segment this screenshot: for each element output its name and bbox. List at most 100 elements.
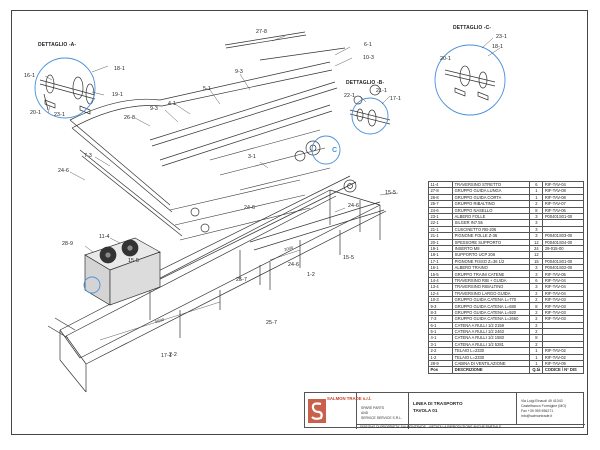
bom-cell: 17-1 (427, 257, 454, 266)
callout-label: 24-6 (288, 262, 300, 268)
logo-mark-icon (308, 399, 326, 423)
detail-a-circle (34, 57, 96, 119)
callout-label: 18-1 (492, 44, 504, 50)
bom-cell: 8 (529, 334, 544, 342)
subtitle-line-2: AND (361, 411, 369, 415)
bom-cell: P00401S02-00 (542, 264, 584, 272)
detail-c-marker (311, 135, 341, 165)
address-line-3: Fax +39 059 556271 (521, 409, 554, 413)
subtitle-line-1: SPARE PARTS (361, 406, 385, 410)
bom-cell: PIGNONE FISSO Z=36 1/2 (452, 257, 531, 266)
bom-cell: ALBERO TRAINO (452, 264, 531, 272)
bom-cell: 9-3 (427, 302, 454, 310)
callout-label: 16-1 (24, 73, 36, 79)
bom-cell: 7-3 (427, 315, 454, 323)
bom-cell: 2 (529, 327, 544, 336)
drawing-frame (11, 10, 588, 435)
bom-cell: 16-1 (427, 264, 454, 272)
title-line-2: TAVOLA 01 (413, 408, 438, 413)
callout-label: 10-3 (363, 55, 375, 61)
bom-cell: 1-2 (427, 353, 454, 361)
detail-a-assembly (39, 74, 96, 115)
callout-label: 22-1 (344, 93, 356, 99)
rollers (169, 129, 331, 241)
bom-cell: CATENA A RULLI 1/2 2463 (452, 327, 531, 336)
callout-label: 6-1 (364, 42, 372, 48)
detail-c-label: DETTAGLIO -C- (453, 25, 492, 31)
callout-label: 17-1 (390, 96, 402, 102)
bom-cell: RIF-TAV-09 (542, 359, 584, 368)
bom-cell: Pos (427, 366, 454, 374)
bom-cell: RIF-TAV-05 (542, 270, 584, 278)
bom-cell: 8-3 (427, 308, 454, 317)
callout-label: 11-4 (99, 234, 110, 240)
conveyor-frame-rear (119, 175, 385, 297)
callout-label: 23-1 (54, 112, 66, 118)
bom-cell: GRUPPO TRAINI CATENE (452, 270, 531, 278)
bom-cell: RIF-TAV-02 (542, 353, 584, 361)
bom-cell: SUPPORTO UCP 206 (452, 251, 531, 259)
bom-cell: 3-1 (427, 340, 454, 349)
ventilation-cabin (84, 237, 161, 306)
bom-cell: CABINA DI VENTILAZIONE (452, 359, 531, 368)
bom-cell (542, 334, 584, 342)
bom-cell: CODICE / N° DIS (542, 366, 584, 374)
chain-guides (69, 31, 346, 237)
bom-cell: 10-3 (427, 295, 454, 304)
callout-label: 26-8 (124, 115, 136, 121)
bom-cell: RIF-TAV-03 (542, 302, 584, 310)
bom-cell: 1 (529, 353, 544, 361)
bom-cell: 14-4 (427, 276, 454, 285)
bom-cell (542, 321, 584, 330)
frame-legs (219, 200, 361, 310)
callout-label: 15-5 (385, 190, 397, 196)
bom-cell: GRUPPO GUIDA CATENA L=2660 (452, 315, 531, 323)
callout-label: 15-5 (128, 258, 140, 264)
bom-cell: RIF-TAV-03 (542, 295, 584, 304)
bom-cell: 3 (529, 264, 544, 272)
callout-label: 18-1 (114, 66, 126, 72)
bom-cell: GRUPPO GUIDA CATENA L=920 (452, 308, 531, 317)
detail-b-assembly (349, 108, 391, 127)
callout-label: 28-9 (62, 241, 74, 247)
company-logo (305, 393, 357, 429)
bom-cell: GRUPPO GUIDA CATENA L=680 (452, 302, 531, 310)
bom-cell: 2 (529, 295, 544, 304)
detail-c-circle (434, 44, 506, 116)
callout-label: 21-1 (376, 88, 388, 94)
bom-cell: CATENA A RULLI 1/2 5281 (452, 340, 531, 349)
conveyor-frame (59, 189, 387, 393)
bom-cell: 18-1 (427, 251, 454, 259)
bom-cell: 15-5 (427, 270, 454, 278)
lower-rail (47, 317, 76, 339)
callout-label: 5-1 (203, 86, 211, 92)
detail-a-label: DETTAGLIO -A- (38, 42, 77, 48)
bom-cell: TRAVERSINO RIBALTINO (452, 283, 531, 291)
drawing-title: LINEA DI TRASPORTO TAVOLA 01 (409, 393, 517, 424)
callout-label: 20-1 (30, 110, 42, 116)
bom-cell (542, 340, 584, 349)
bom-cell: 4-1 (427, 334, 454, 342)
detail-c-assembly (444, 65, 496, 101)
bom-cell: DESCRIZIONE (452, 366, 531, 374)
company-name: SALMON TRADE s.r.l. (327, 396, 372, 401)
bom-cell: CATENA A RULLI 1/2 1583 (452, 334, 531, 342)
title-block: SALMON TRADE s.r.l. SPARE PARTS AND SERV… (304, 392, 585, 429)
bom-cell: RIF-TAV-03 (542, 308, 584, 317)
